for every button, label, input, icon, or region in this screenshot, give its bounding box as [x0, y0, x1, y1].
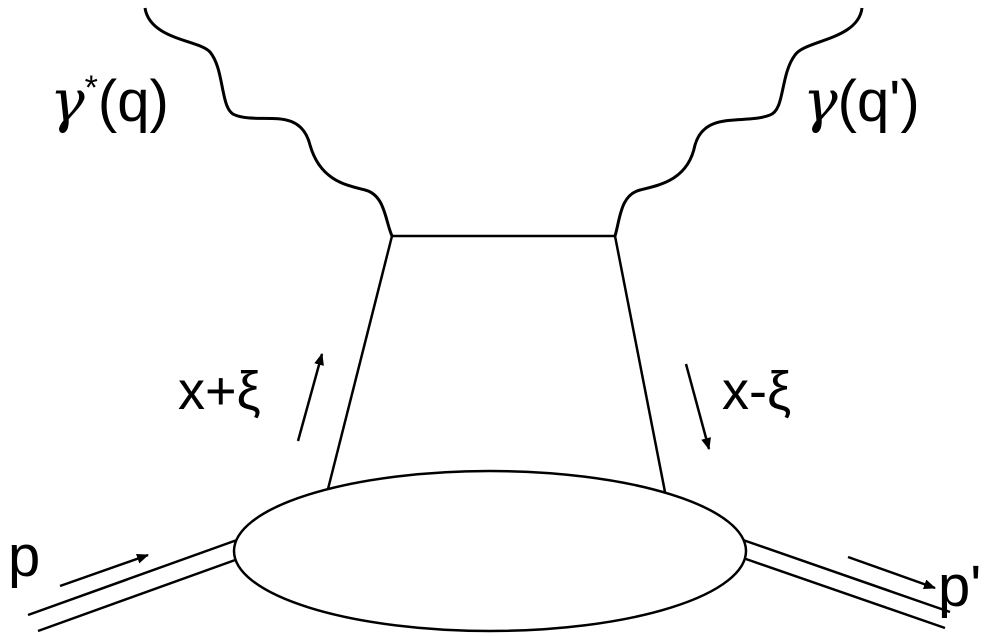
left-parton-label: x+ξ [178, 361, 261, 421]
incoming-photon-label: γ*(q) [50, 69, 169, 134]
outgoing-proton-arrow [847, 555, 936, 590]
outgoing-photon-label: γ(q') [803, 72, 920, 131]
outgoing-photon-symbol: γ [803, 67, 838, 135]
right-parton-arrow [684, 363, 711, 450]
outgoing-proton-line-lower [742, 556, 946, 630]
incoming-proton-line-lower [37, 557, 239, 633]
incoming-proton-line-upper [27, 538, 238, 617]
incoming-photon-momentum: (q) [97, 69, 169, 134]
outgoing-photon-momentum: (q') [837, 69, 920, 134]
left-quark-line [326, 235, 394, 490]
incoming-proton-arrow [59, 553, 149, 588]
virtual-superscript: * [84, 69, 98, 107]
incoming-photon-line [143, 7, 394, 237]
outgoing-proton-label: p' [938, 554, 982, 619]
right-quark-line [613, 235, 667, 493]
incoming-photon-symbol: γ [50, 67, 85, 135]
right-parton-label: x-ξ [722, 361, 792, 421]
left-parton-arrow [296, 353, 324, 442]
gpd-blob [232, 469, 748, 633]
incoming-proton-label: p [8, 524, 41, 589]
outgoing-photon-line [613, 7, 864, 237]
outgoing-proton-line-upper [742, 538, 951, 614]
